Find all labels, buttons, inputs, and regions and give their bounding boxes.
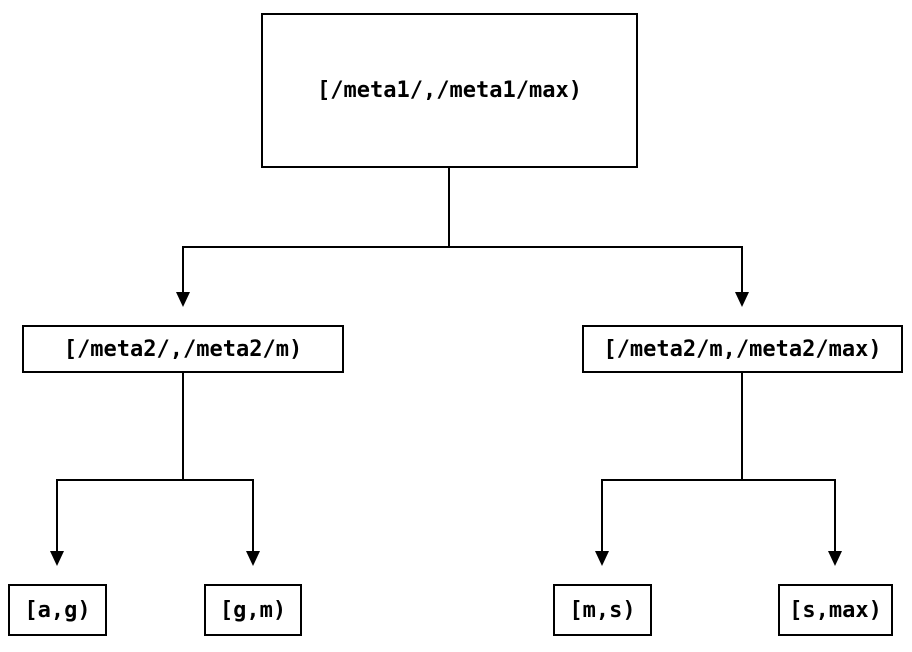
arrowhead-down-icon: [176, 292, 190, 307]
node-leaf-gm-label: [g,m): [219, 597, 287, 623]
edge-left-rail: [56, 479, 254, 481]
edge-left-to-gm-drop: [252, 479, 254, 551]
edge-root-to-left-drop: [182, 246, 184, 292]
edge-root-stem: [448, 168, 450, 248]
node-leaf-ag: [a,g): [8, 584, 107, 636]
arrowhead-down-icon: [595, 551, 609, 566]
edge-right-stem: [741, 373, 743, 481]
edge-right-rail: [601, 479, 836, 481]
node-leaf-ms: [m,s): [553, 584, 652, 636]
node-meta2-left-label: [/meta2/,/meta2/m): [63, 336, 303, 362]
node-meta2-right: [/meta2/m,/meta2/max): [582, 325, 903, 373]
node-leaf-smax-label: [s,max): [789, 597, 882, 623]
node-meta2-right-label: [/meta2/m,/meta2/max): [603, 336, 882, 362]
node-leaf-ms-label: [m,s): [569, 597, 636, 623]
edge-right-to-smax-drop: [834, 479, 836, 551]
node-leaf-smax: [s,max): [778, 584, 893, 636]
arrowhead-down-icon: [735, 292, 749, 307]
edge-right-to-ms-drop: [601, 479, 603, 551]
edge-left-stem: [182, 373, 184, 481]
node-leaf-gm: [g,m): [204, 584, 302, 636]
arrowhead-down-icon: [246, 551, 260, 566]
edge-root-rail: [182, 246, 743, 248]
node-meta2-left: [/meta2/,/meta2/m): [22, 325, 344, 373]
edge-left-to-ag-drop: [56, 479, 58, 551]
node-root: [/meta1/,/meta1/max): [261, 13, 638, 168]
arrowhead-down-icon: [50, 551, 64, 566]
arrowhead-down-icon: [828, 551, 842, 566]
edge-root-to-right-drop: [741, 246, 743, 292]
node-leaf-ag-label: [a,g): [24, 597, 91, 623]
node-root-label: [/meta1/,/meta1/max): [317, 78, 582, 103]
